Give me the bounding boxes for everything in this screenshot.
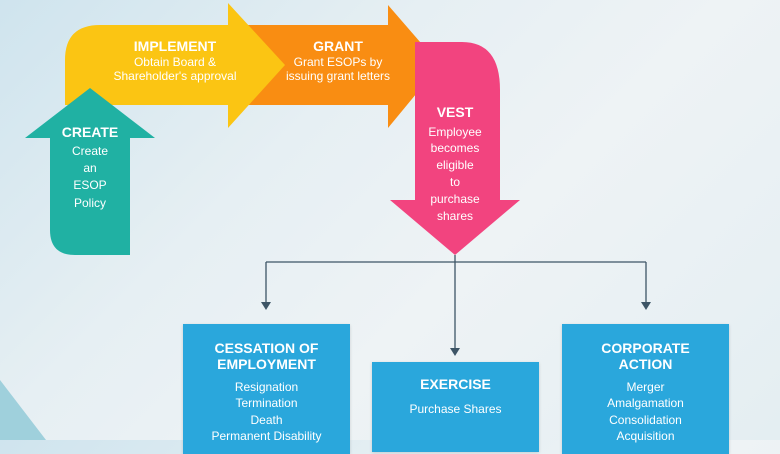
implement-title: IMPLEMENT bbox=[133, 38, 217, 54]
corporate-item: Acquisition bbox=[616, 428, 675, 443]
exercise-title: EXERCISE bbox=[420, 376, 491, 392]
cessation-title: CESSATION OF bbox=[214, 340, 319, 356]
create-desc-line: ESOP bbox=[73, 178, 107, 193]
corporate-title: CORPORATE bbox=[601, 340, 690, 356]
vest-desc-line: to bbox=[449, 174, 460, 189]
cessation-item: Permanent Disability bbox=[211, 428, 322, 443]
implement-label: IMPLEMENT Obtain Board & Shareholder's a… bbox=[95, 38, 255, 83]
grant-desc-line: Grant ESOPs by bbox=[293, 54, 383, 69]
create-desc-line: Policy bbox=[73, 195, 106, 210]
arrowhead-center-icon bbox=[450, 348, 460, 356]
vest-desc-line: becomes bbox=[430, 141, 480, 156]
vest-label: VEST Employee becomes eligible to purcha… bbox=[410, 104, 500, 224]
arrowhead-left-icon bbox=[261, 302, 271, 310]
vest-desc-line: shares bbox=[436, 208, 474, 223]
exercise-item: Purchase Shares bbox=[409, 402, 502, 417]
vest-desc-line: Employee bbox=[428, 124, 482, 139]
create-desc-line: Create bbox=[71, 143, 109, 158]
decorative-corner bbox=[0, 380, 46, 440]
process-arrows bbox=[25, 3, 651, 356]
implement-desc-line: Obtain Board & bbox=[133, 54, 217, 69]
connectors bbox=[265, 255, 647, 350]
corporate-title: ACTION bbox=[618, 356, 673, 373]
cessation-item: Death bbox=[250, 412, 283, 427]
create-title: CREATE bbox=[61, 124, 119, 140]
grant-arrow bbox=[230, 5, 440, 128]
arrowhead-right-icon bbox=[641, 302, 651, 310]
vest-title: VEST bbox=[436, 104, 474, 120]
corporate-action-box: CORPORATE ACTION Merger Amalgamation Con… bbox=[562, 324, 729, 454]
implement-desc-line: Shareholder's approval bbox=[113, 68, 237, 83]
implement-arrow bbox=[65, 3, 285, 128]
cessation-box: CESSATION OF EMPLOYMENT Resignation Term… bbox=[183, 324, 350, 454]
corporate-item: Merger bbox=[626, 380, 665, 395]
grant-desc-line: issuing grant letters bbox=[285, 68, 391, 83]
corporate-item: Amalgamation bbox=[607, 396, 684, 411]
grant-title: GRANT bbox=[313, 38, 363, 54]
cessation-item: Termination bbox=[235, 396, 298, 411]
grant-label: GRANT Grant ESOPs by issuing grant lette… bbox=[268, 38, 408, 83]
vest-desc-line: purchase bbox=[430, 191, 480, 206]
cessation-title: EMPLOYMENT bbox=[217, 356, 316, 373]
create-desc-line: an bbox=[83, 160, 97, 175]
create-label: CREATE Create an ESOP Policy bbox=[42, 124, 138, 212]
vest-arrow bbox=[390, 42, 520, 255]
vest-desc-line: eligible bbox=[436, 158, 474, 173]
create-arrow bbox=[25, 88, 155, 255]
cessation-item: Resignation bbox=[234, 380, 299, 395]
corporate-item: Consolidation bbox=[609, 412, 682, 427]
exercise-box: EXERCISE Purchase Shares bbox=[372, 362, 539, 452]
